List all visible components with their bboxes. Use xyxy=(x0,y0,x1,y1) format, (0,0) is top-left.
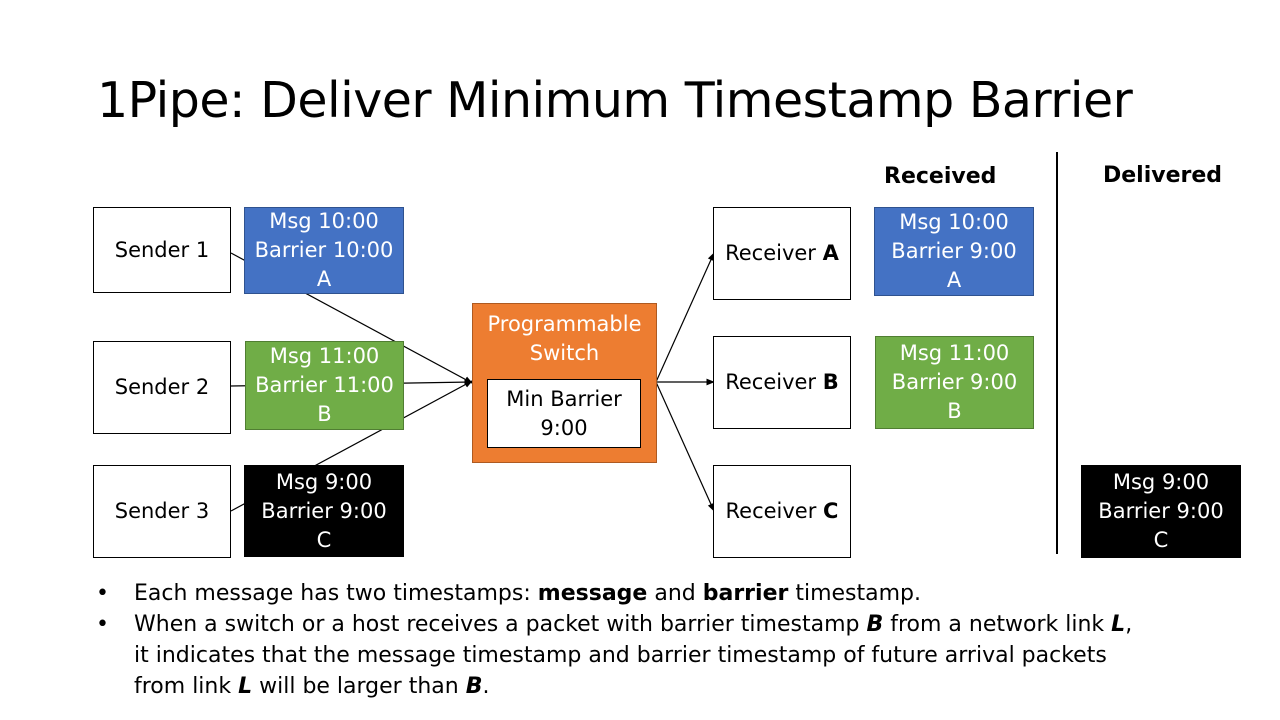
received-header: Received xyxy=(884,164,997,189)
min-barrier-label: Min Barrier xyxy=(506,386,622,411)
message-id: B xyxy=(947,399,962,423)
receiver-name: B xyxy=(822,370,839,394)
received-message-b: Msg 11:00 Barrier 9:00 B xyxy=(875,336,1034,429)
delivered-message-c: Msg 9:00 Barrier 9:00 C xyxy=(1081,465,1241,558)
receiver-b: Receiver B xyxy=(713,336,851,429)
bullet-marker: • xyxy=(96,612,109,637)
delivered-header: Delivered xyxy=(1103,163,1223,188)
switch-label: Programmable Switch xyxy=(487,312,642,365)
arrow-switch-receiverC xyxy=(655,381,715,512)
received-delivered-divider xyxy=(1056,152,1058,554)
bullet-list: • Each message has two timestamps: messa… xyxy=(96,578,1246,702)
barrier-timestamp: Barrier 10:00 xyxy=(254,238,394,262)
receiver-prefix: Receiver xyxy=(725,499,824,523)
sender-1-message: Msg 10:00 Barrier 10:00 A xyxy=(244,207,404,294)
message-id: C xyxy=(1153,528,1169,552)
sender-label: Sender 2 xyxy=(114,375,210,399)
min-barrier-value: 9:00 xyxy=(540,415,588,440)
message-timestamp: Msg 9:00 xyxy=(1112,470,1210,494)
programmable-switch: Programmable Switch Min Barrier 9:00 xyxy=(472,303,657,463)
bullet-item: • When a switch or a host receives a pac… xyxy=(96,609,1134,702)
received-message-a: Msg 10:00 Barrier 9:00 A xyxy=(874,207,1034,296)
sender-1: Sender 1 xyxy=(93,207,231,293)
barrier-timestamp: Barrier 9:00 xyxy=(261,498,387,523)
barrier-timestamp: Barrier 9:00 xyxy=(1098,499,1224,523)
message-id: A xyxy=(946,268,962,292)
receiver-prefix: Receiver xyxy=(725,370,823,394)
receiver-c: Receiver C xyxy=(713,465,851,558)
message-id: C xyxy=(316,527,332,552)
min-barrier-box: Min Barrier 9:00 xyxy=(487,379,641,448)
arrow-switch-receiverA xyxy=(655,252,715,383)
message-timestamp: Msg 11:00 xyxy=(269,344,380,368)
message-timestamp: Msg 9:00 xyxy=(275,469,373,494)
bullet-item: • Each message has two timestamps: messa… xyxy=(96,578,1246,609)
sender-2-message: Msg 11:00 Barrier 11:00 B xyxy=(245,341,404,430)
sender-2: Sender 2 xyxy=(93,341,231,434)
message-id: B xyxy=(317,402,332,426)
bullet-marker: • xyxy=(96,581,109,606)
slide-title: 1Pipe: Deliver Minimum Timestamp Barrier xyxy=(97,72,1133,129)
receiver-a: Receiver A xyxy=(713,207,851,300)
sender-label: Sender 1 xyxy=(114,237,210,262)
receiver-name: C xyxy=(823,499,839,523)
barrier-timestamp: Barrier 9:00 xyxy=(891,370,1018,394)
barrier-timestamp: Barrier 9:00 xyxy=(891,239,1017,263)
sender-label: Sender 3 xyxy=(114,499,210,523)
sender-3: Sender 3 xyxy=(93,465,231,558)
message-timestamp: Msg 10:00 xyxy=(899,210,1009,234)
receiver-prefix: Receiver xyxy=(725,241,823,265)
message-timestamp: Msg 10:00 xyxy=(269,209,379,233)
sender-3-message: Msg 9:00 Barrier 9:00 C xyxy=(244,465,404,557)
message-timestamp: Msg 11:00 xyxy=(899,341,1010,365)
barrier-timestamp: Barrier 11:00 xyxy=(255,373,394,397)
receiver-name: A xyxy=(822,241,839,265)
message-id: A xyxy=(316,267,332,291)
